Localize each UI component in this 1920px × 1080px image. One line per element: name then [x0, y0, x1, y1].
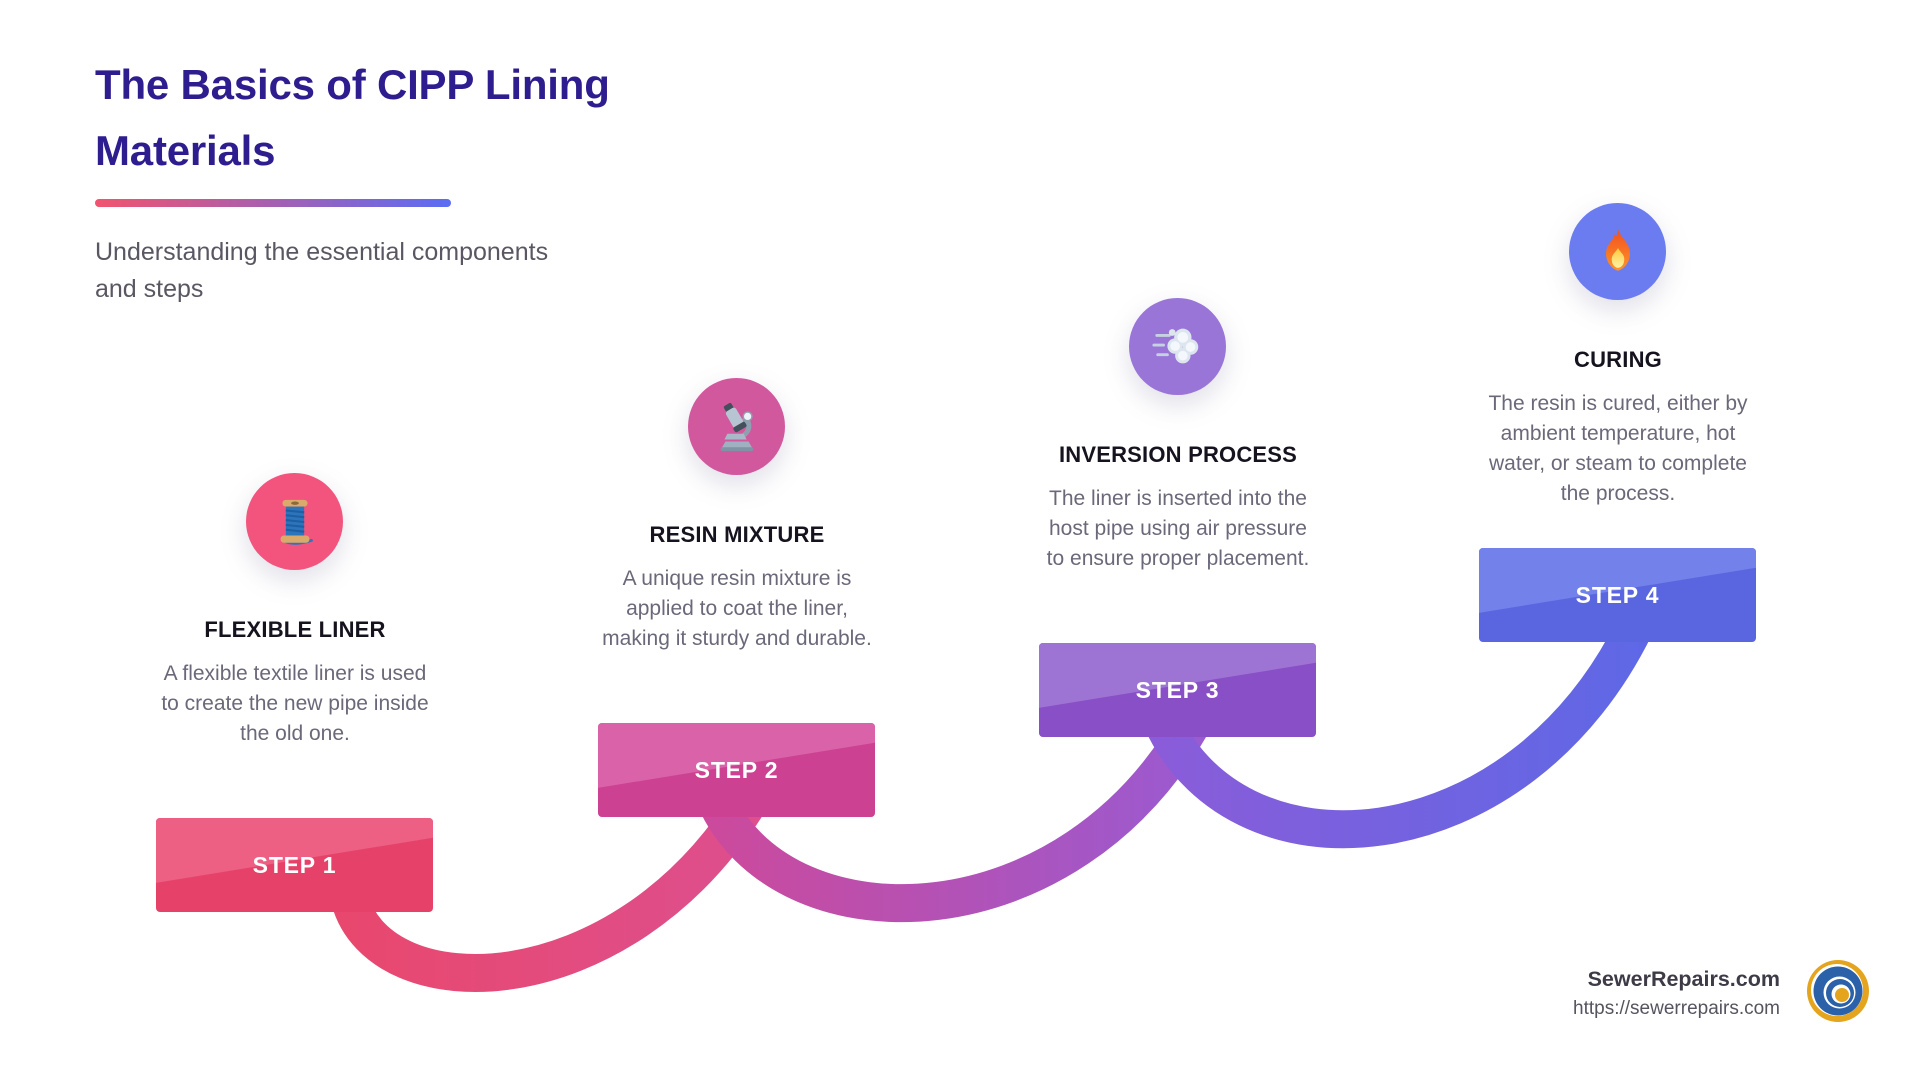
footer-site-name: SewerRepairs.com: [1587, 967, 1780, 991]
step-title: CURING: [1574, 347, 1662, 372]
step-1-icon-circle: [246, 473, 343, 570]
step-banner-label: STEP 4: [1575, 581, 1660, 608]
step-title: FLEXIBLE LINER: [204, 617, 386, 642]
ribbon-step1-step2: [331, 789, 767, 992]
step-3-banner: STEP 3: [1039, 643, 1316, 737]
page-subtitle: Understanding the essential components a…: [95, 238, 549, 303]
step-4-icon-circle: [1569, 203, 1666, 300]
footer: SewerRepairs.com https://sewerrepairs.co…: [1573, 966, 1780, 1021]
step-description: A flexible textile liner is used to crea…: [161, 662, 429, 745]
step-1-banner: STEP 1: [156, 818, 433, 912]
footer-site-url[interactable]: https://sewerrepairs.com: [1573, 998, 1780, 1019]
step-3-icon-circle: [1129, 298, 1226, 395]
step-description: A unique resin mixture is applied to coa…: [602, 567, 872, 650]
sewer-repairs-logo: [1807, 960, 1869, 1022]
step-title: RESIN MIXTURE: [649, 522, 825, 547]
step-2-icon-circle: [688, 378, 785, 475]
step-1-section: FLEXIBLE LINER A flexible textile liner …: [135, 473, 455, 913]
ribbon-step3-step4: [1140, 611, 1656, 849]
step-4-section: CURING The resin is cured, either by amb…: [1458, 203, 1778, 643]
thread-spool-icon: [280, 499, 313, 545]
ribbon-step2-step3: [700, 708, 1212, 923]
step-4-banner: STEP 4: [1479, 548, 1756, 642]
step-banner-label: STEP 3: [1135, 676, 1220, 703]
step-title: INVERSION PROCESS: [1058, 442, 1298, 467]
step-2-banner: STEP 2: [598, 723, 875, 817]
step-description: The liner is inserted into the host pipe…: [1046, 487, 1310, 570]
page-title: The Basics of CIPP Lining Materials: [95, 61, 610, 174]
fire-icon: [1605, 228, 1630, 271]
step-3-section: INVERSION PROCESS The liner is inserted …: [1018, 298, 1338, 738]
wind-puff-icon: [1151, 328, 1198, 363]
title-underline-accent: [95, 199, 451, 207]
step-banner-label: STEP 2: [694, 756, 779, 783]
step-banner-label: STEP 1: [252, 851, 337, 878]
step-description: The resin is cured, either by ambient te…: [1488, 392, 1748, 505]
step-2-section: RESIN MIXTURE A unique resin mixture is …: [577, 378, 897, 818]
microscope-icon: [720, 402, 753, 451]
